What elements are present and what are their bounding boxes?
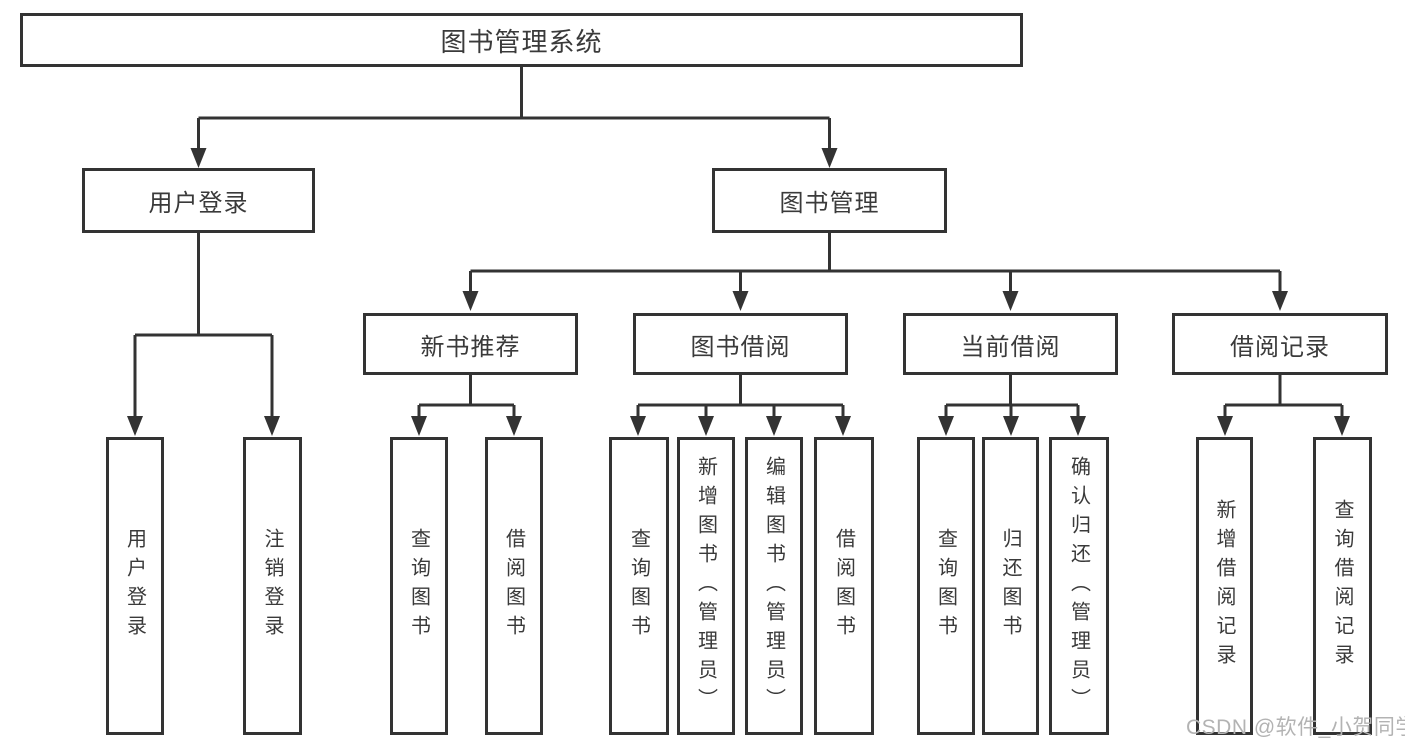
leaf-logout: 注销登录 (243, 437, 302, 735)
leaf-borrow-books-recommend: 借阅图书 (485, 437, 543, 735)
node-book-borrow: 图书借阅 (633, 313, 848, 375)
leaf-return-book-label: 归还图书 (999, 528, 1021, 644)
leaf-query-books-current: 查询图书 (917, 437, 975, 735)
leaf-query-borrow-record: 查询借阅记录 (1313, 437, 1372, 735)
leaf-user-login: 用户登录 (106, 437, 164, 735)
node-user-login: 用户登录 (82, 168, 315, 233)
leaf-borrow-books-recommend-label: 借阅图书 (502, 528, 525, 644)
node-new-book-recommend: 新书推荐 (363, 313, 578, 375)
watermark: CSDN @软件_小贺同学 (1186, 716, 1405, 739)
leaf-user-login-label: 用户登录 (123, 528, 146, 644)
leaf-add-borrow-record: 新增借阅记录 (1196, 437, 1253, 735)
leaf-borrow-books-borrow-label: 借阅图书 (832, 528, 855, 644)
leaf-query-borrow-record-label: 查询借阅记录 (1331, 499, 1353, 673)
node-current-borrow: 当前借阅 (903, 313, 1118, 375)
leaf-query-books-borrow-label: 查询图书 (627, 528, 650, 644)
leaf-confirm-return-admin: 确认归还（管理员） (1049, 437, 1109, 735)
node-library-management-system: 图书管理系统 (20, 13, 1023, 67)
node-book-management: 图书管理 (712, 168, 947, 233)
leaf-edit-book-admin: 编辑图书（管理员） (745, 437, 803, 735)
leaf-logout-label: 注销登录 (261, 528, 283, 644)
leaf-add-book-admin-label: 新增图书（管理员） (694, 455, 717, 717)
leaf-confirm-return-admin-label: 确认归还（管理员） (1067, 455, 1090, 717)
leaf-add-borrow-record-label: 新增借阅记录 (1213, 499, 1235, 673)
leaf-query-books-recommend-label: 查询图书 (407, 528, 430, 644)
leaf-edit-book-admin-label: 编辑图书（管理员） (762, 455, 785, 717)
leaf-query-books-borrow: 查询图书 (609, 437, 669, 735)
leaf-return-book: 归还图书 (982, 437, 1039, 735)
leaf-add-book-admin: 新增图书（管理员） (677, 437, 735, 735)
leaf-query-books-recommend: 查询图书 (390, 437, 448, 735)
node-borrow-records: 借阅记录 (1172, 313, 1388, 375)
leaf-borrow-books-borrow: 借阅图书 (814, 437, 874, 735)
leaf-query-books-current-label: 查询图书 (934, 528, 957, 644)
